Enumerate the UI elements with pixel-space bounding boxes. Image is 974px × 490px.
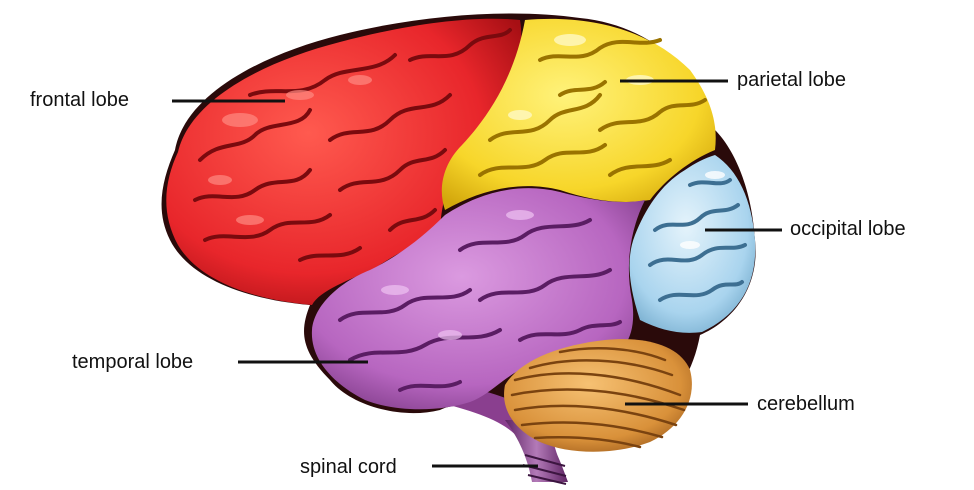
label-temporal-lobe: temporal lobe — [72, 351, 194, 373]
leader-lines — [172, 79, 782, 468]
label-parietal-lobe: parietal lobe — [737, 69, 846, 91]
parietal-lobe-shape — [441, 18, 716, 210]
occipital-lobe-shape — [629, 155, 756, 333]
label-frontal-lobe: frontal lobe — [30, 89, 129, 111]
cerebellum-shape — [504, 339, 692, 452]
label-spinal-cord: spinal cord — [300, 456, 397, 478]
label-cerebellum: cerebellum — [757, 393, 855, 415]
label-occipital-lobe: occipital lobe — [790, 218, 906, 240]
